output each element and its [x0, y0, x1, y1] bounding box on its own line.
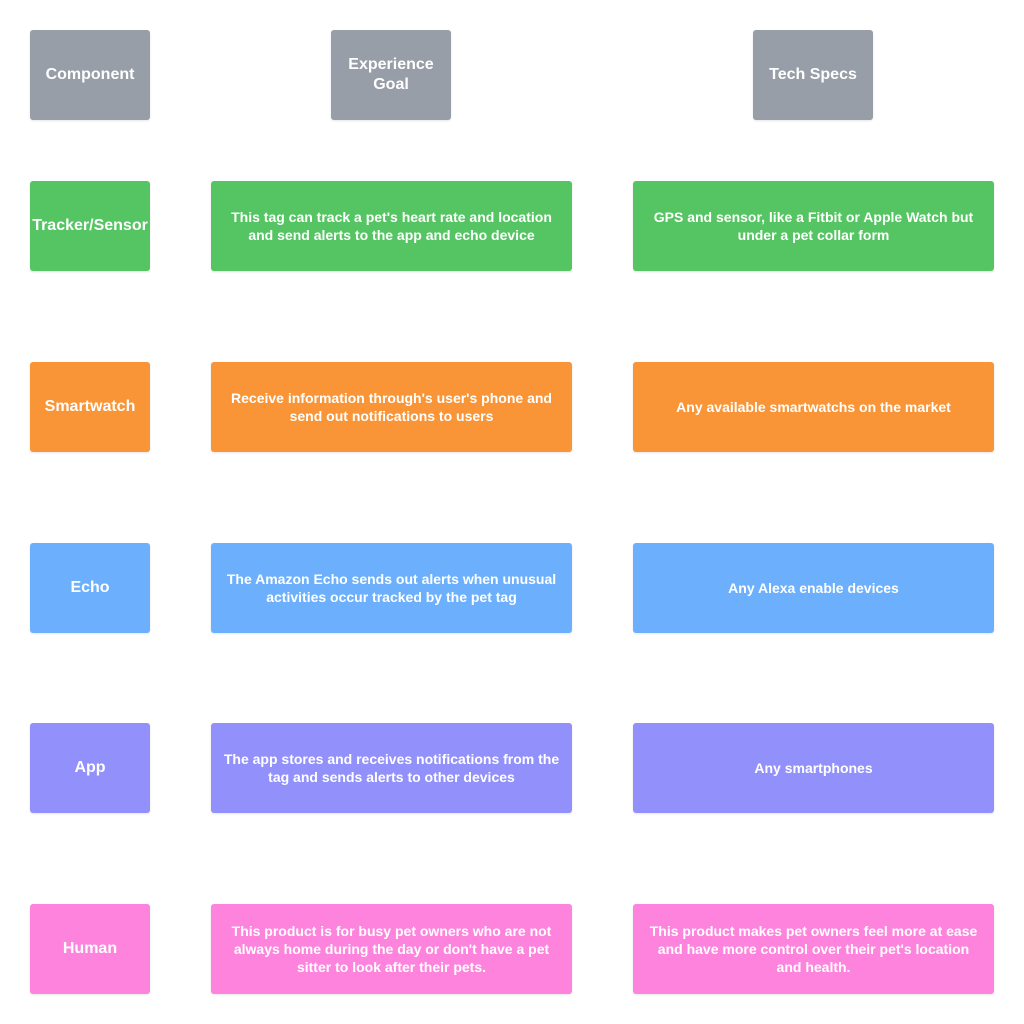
experience-goal-tracker-sensor: This tag can track a pet's heart rate an… [211, 181, 572, 271]
experience-goal-echo: The Amazon Echo sends out alerts when un… [211, 543, 572, 633]
header-experience-goal: Experience Goal [331, 30, 451, 120]
tech-specs-text: GPS and sensor, like a Fitbit or Apple W… [653, 209, 974, 243]
header-experience-goal-label: Experience Goal [348, 56, 434, 93]
component-label: Smartwatch [44, 398, 136, 415]
experience-goal-human: This product is for busy pet owners who … [211, 904, 572, 994]
tech-specs-smartwatch: Any available smartwatchs on the market [633, 362, 994, 452]
tech-specs-app: Any smartphones [633, 723, 994, 813]
experience-goal-text: The Amazon Echo sends out alerts when un… [226, 571, 557, 605]
header-component: Component [30, 30, 150, 120]
component-smartwatch: Smartwatch [30, 362, 150, 452]
component-human: Human [30, 904, 150, 994]
tech-specs-text: Any available smartwatchs on the market [676, 399, 951, 415]
component-label: Human [62, 940, 118, 957]
tech-specs-text: This product makes pet owners feel more … [649, 923, 978, 975]
tech-specs-human: This product makes pet owners feel more … [633, 904, 994, 994]
tech-specs-text: Any Alexa enable devices [728, 580, 899, 596]
tech-specs-echo: Any Alexa enable devices [633, 543, 994, 633]
experience-goal-text: The app stores and receives notification… [223, 751, 560, 785]
experience-goal-app: The app stores and receives notification… [211, 723, 572, 813]
header-tech-specs-label: Tech Specs [769, 66, 857, 83]
component-echo: Echo [30, 543, 150, 633]
component-app: App [30, 723, 150, 813]
experience-goal-text: Receive information through's user's pho… [231, 390, 552, 424]
component-label: App [74, 759, 106, 776]
experience-goal-text: This tag can track a pet's heart rate an… [231, 209, 552, 243]
experience-goal-text: This product is for busy pet owners who … [231, 923, 552, 975]
header-tech-specs: Tech Specs [753, 30, 873, 120]
experience-goal-smartwatch: Receive information through's user's pho… [211, 362, 572, 452]
tech-specs-text: Any smartphones [754, 760, 873, 776]
header-component-label: Component [45, 66, 135, 83]
component-tracker-sensor: Tracker/Sensor [30, 181, 150, 271]
component-label: Tracker/Sensor [32, 217, 148, 234]
component-label: Echo [70, 579, 110, 596]
tech-specs-tracker-sensor: GPS and sensor, like a Fitbit or Apple W… [633, 181, 994, 271]
